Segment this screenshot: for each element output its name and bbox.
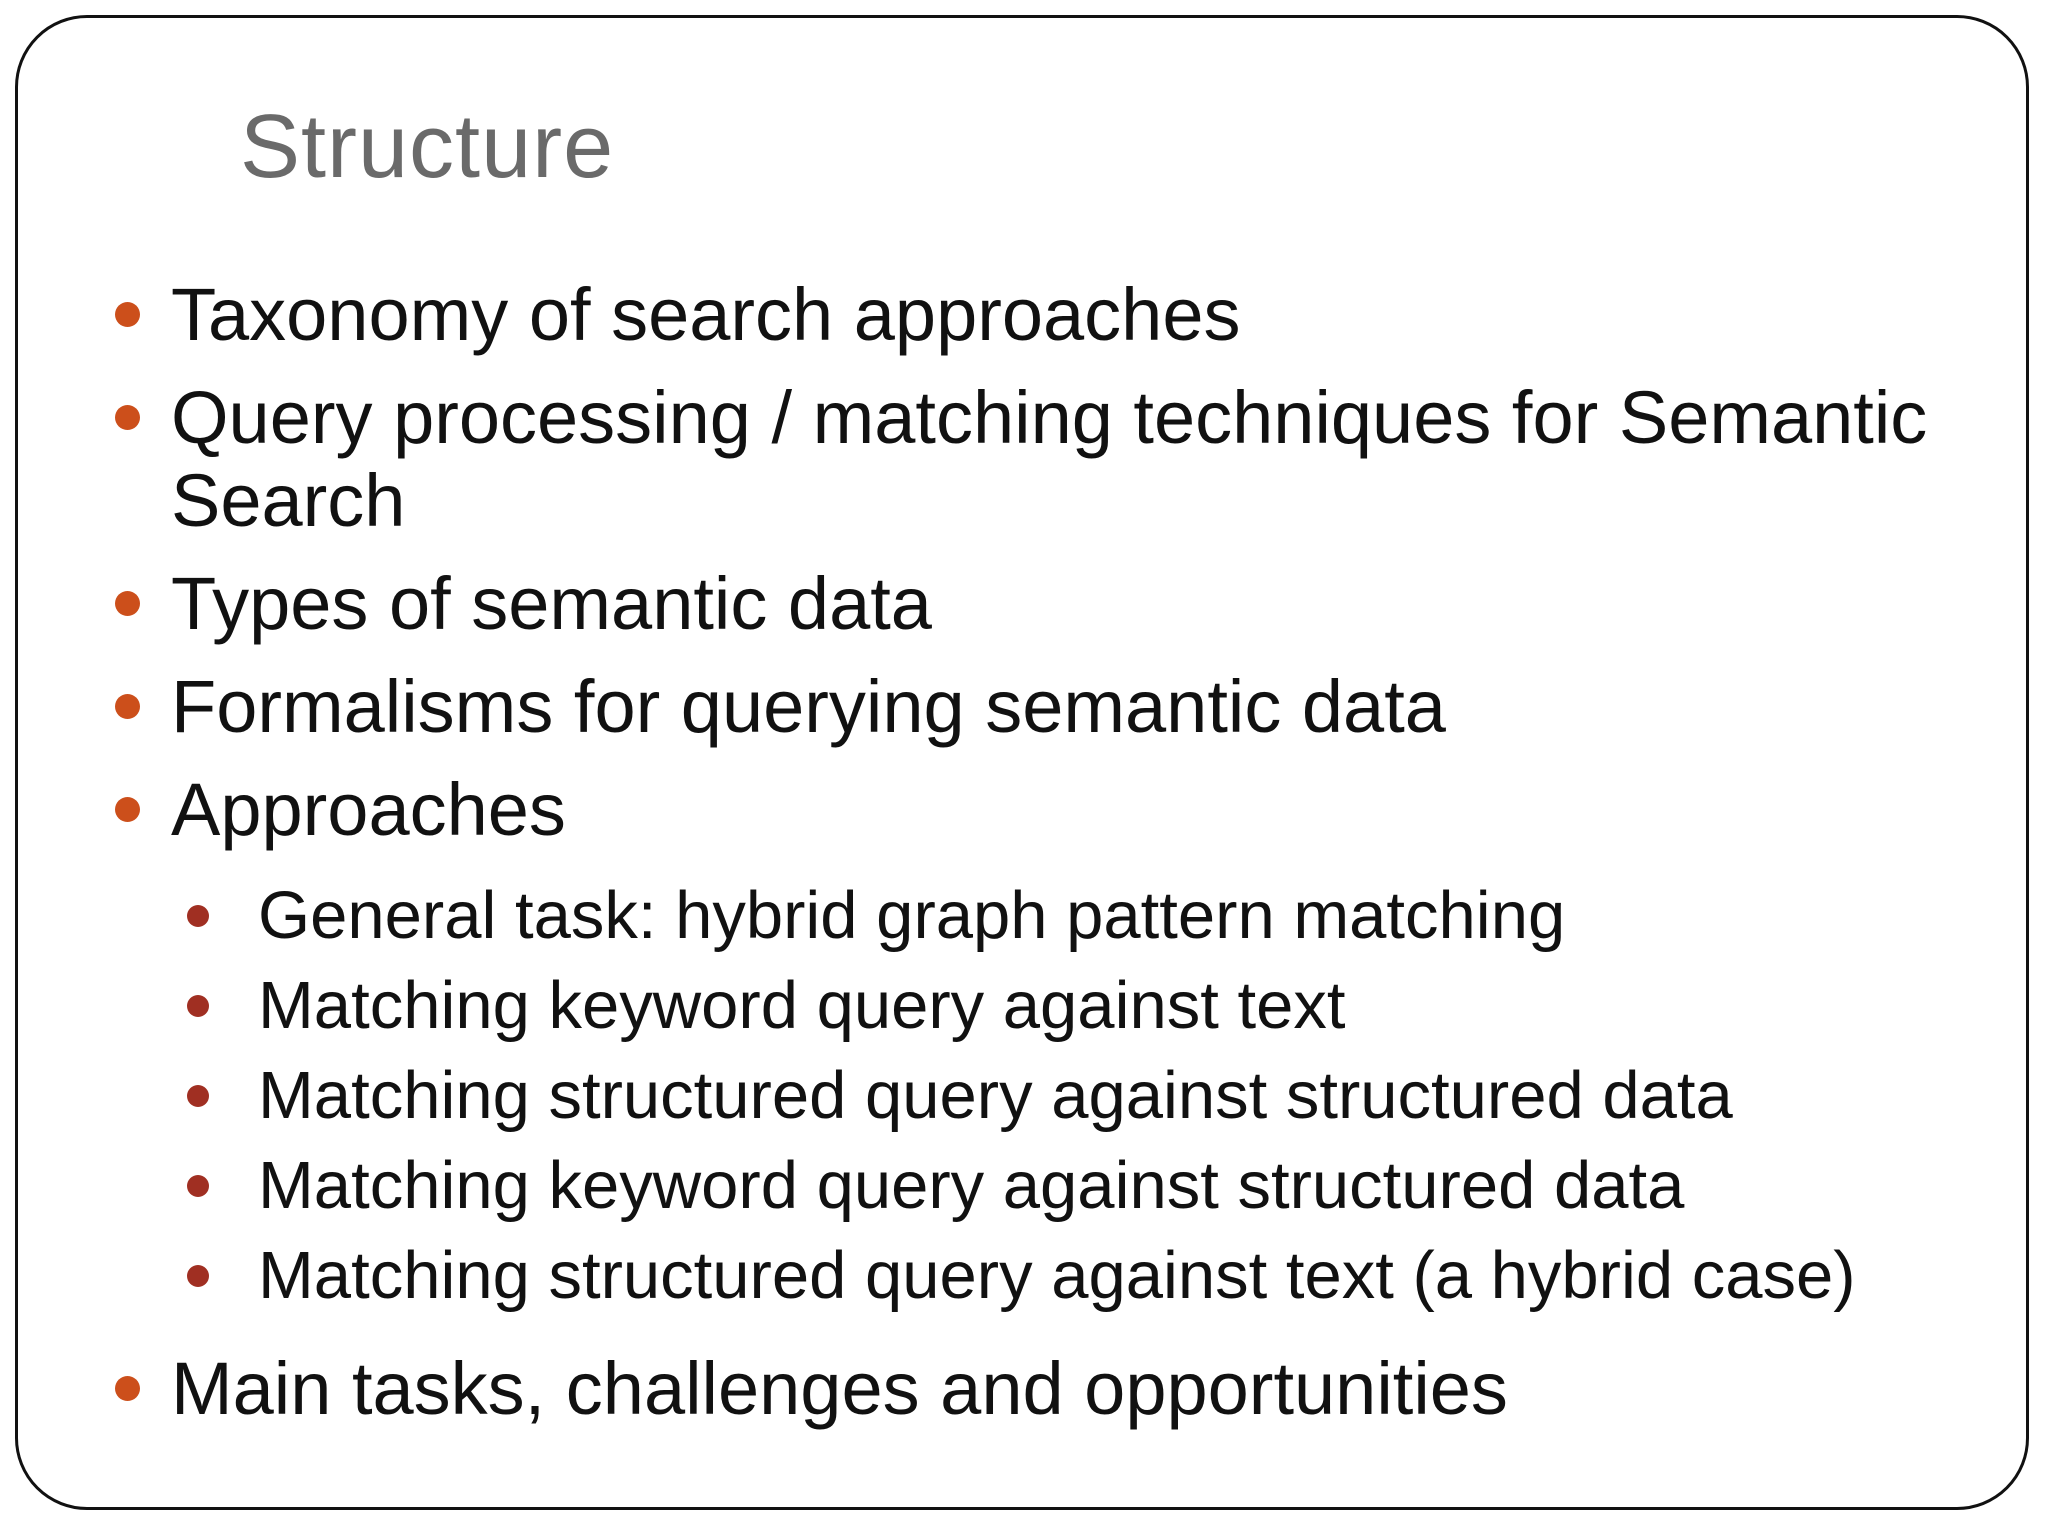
slide-title: Structure [240,97,615,197]
list-item-text: Types of semantic data [171,562,932,645]
sub-bullet-icon [187,1175,209,1197]
list-item-text: Matching keyword query against text [258,968,1346,1043]
list-item-level2: Matching structured query against struct… [115,1051,1971,1141]
list-item-level1: Taxonomy of search approaches [115,273,1971,356]
bullet-icon [115,405,140,430]
bullet-icon [115,1376,140,1401]
list-item-level1: Query processing / matching techniques f… [115,376,1971,542]
list-item-level1: Types of semantic data [115,562,1971,645]
sub-bullet-icon [187,1085,209,1107]
list-item-level2: Matching keyword query against structure… [115,1141,1971,1231]
list-item-level2: Matching structured query against text (… [115,1231,1971,1321]
list-item-text: Matching keyword query against structure… [258,1148,1685,1223]
bullet-icon [115,797,140,822]
list-item-text: Matching structured query against struct… [258,1058,1733,1133]
list-item-level1: Main tasks, challenges and opportunities [115,1347,1971,1430]
list-item-text: Taxonomy of search approaches [171,273,1241,356]
list-item-level1: Formalisms for querying semantic data [115,665,1971,748]
list-item-text: General task: hybrid graph pattern match… [258,878,1566,953]
list-item-text: Query processing / matching techniques f… [171,376,1928,542]
bullet-icon [115,591,140,616]
sub-bullet-icon [187,905,209,927]
sub-bullet-icon [187,995,209,1017]
list-item-text: Approaches [171,768,566,851]
list-item-text: Matching structured query against text (… [258,1238,1856,1313]
sub-bullet-icon [187,1265,209,1287]
list-item-level2: Matching keyword query against text [115,961,1971,1051]
list-item-level2: General task: hybrid graph pattern match… [115,871,1971,961]
list-item-level1: Approaches [115,768,1971,851]
list-item-text: Main tasks, challenges and opportunities [171,1347,1508,1430]
list-item-text: Formalisms for querying semantic data [171,665,1446,748]
bullet-icon [115,302,140,327]
bullet-icon [115,694,140,719]
